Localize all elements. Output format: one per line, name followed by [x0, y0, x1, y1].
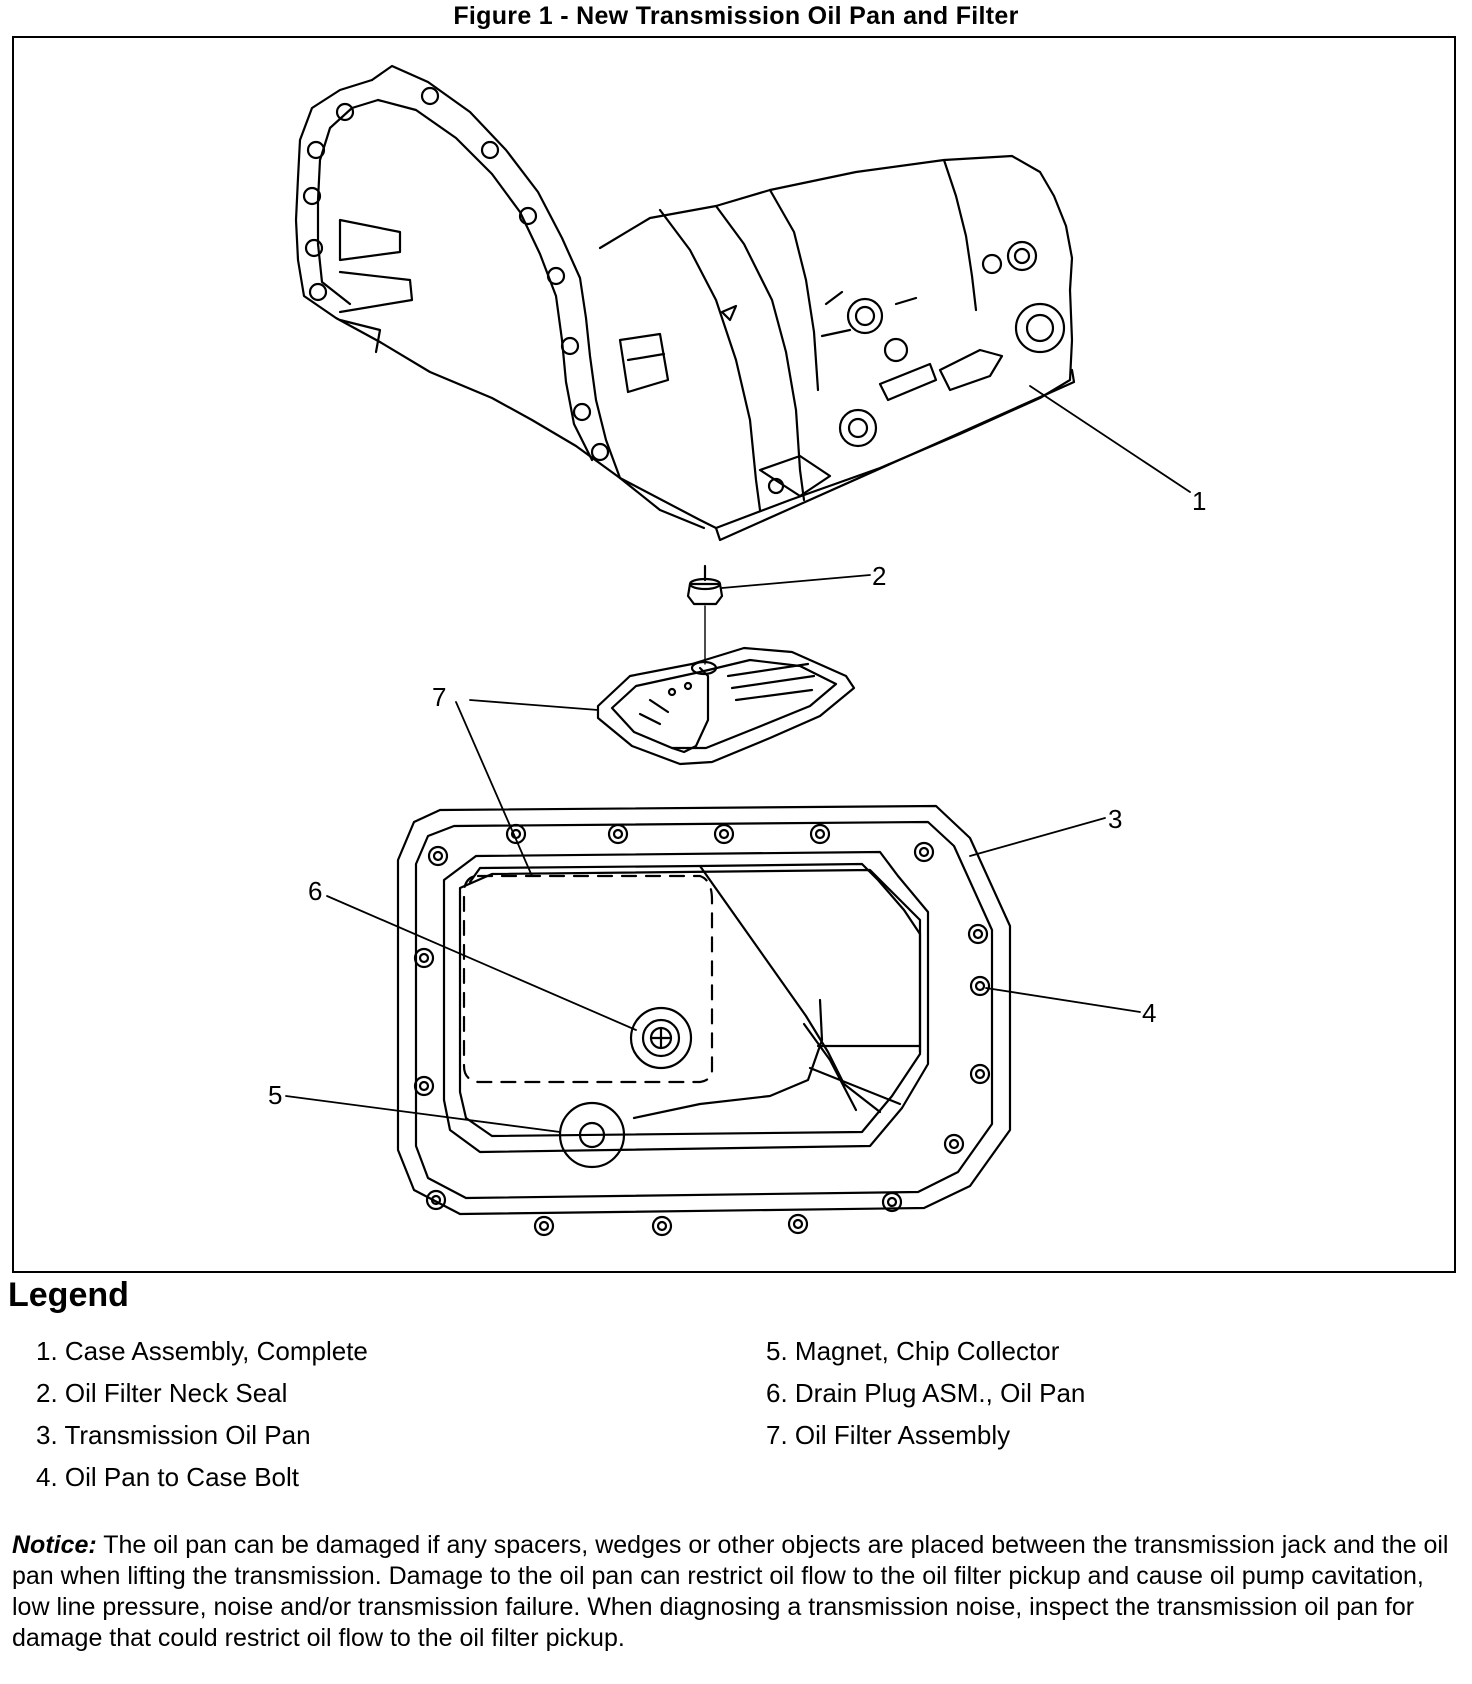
figure-title: Figure 1 - New Transmission Oil Pan and …: [453, 2, 1019, 30]
legend-item: 2. Oil Filter Neck Seal: [36, 1378, 288, 1408]
pan-bolt-holes: [413, 823, 991, 1237]
figure-frame: [12, 36, 1456, 1273]
legend-item: 4. Oil Pan to Case Bolt: [36, 1462, 300, 1492]
callout-1: 1: [1192, 486, 1206, 516]
leader-lines: [285, 385, 1191, 1133]
legend-title: Legend: [8, 1276, 129, 1314]
callout-4: 4: [1142, 998, 1156, 1028]
legend-left-column: 1. Case Assembly, Complete 2. Oil Filter…: [36, 1330, 368, 1498]
oil-filter: [596, 646, 856, 766]
callout-7: 7: [432, 682, 446, 712]
callout-6: 6: [308, 876, 322, 906]
callout-numbers: 1 2 3 4 5 6 7: [268, 486, 1206, 1110]
notice-label: Notice:: [12, 1531, 97, 1559]
legend-item: 7. Oil Filter Assembly: [766, 1420, 1011, 1450]
legend-item: 3. Transmission Oil Pan: [36, 1420, 311, 1450]
drain-plug: [629, 1006, 693, 1070]
chip-collector-magnet: [558, 1101, 626, 1169]
callout-3: 3: [1108, 804, 1122, 834]
legend-item: 6. Drain Plug ASM., Oil Pan: [766, 1378, 1086, 1408]
oil-pan: [396, 804, 1012, 1237]
legend-item: 5. Magnet, Chip Collector: [766, 1336, 1060, 1366]
legend-right-column: 5. Magnet, Chip Collector 6. Drain Plug …: [766, 1330, 1085, 1456]
callout-2: 2: [872, 561, 886, 591]
case-assembly: [294, 64, 1076, 542]
callout-5: 5: [268, 1080, 282, 1110]
notice-paragraph: Notice: The oil pan can be damaged if an…: [12, 1530, 1452, 1654]
notice-text: The oil pan can be damaged if any spacer…: [12, 1531, 1449, 1652]
legend-item: 1. Case Assembly, Complete: [36, 1336, 368, 1366]
neck-seal: [686, 564, 724, 665]
